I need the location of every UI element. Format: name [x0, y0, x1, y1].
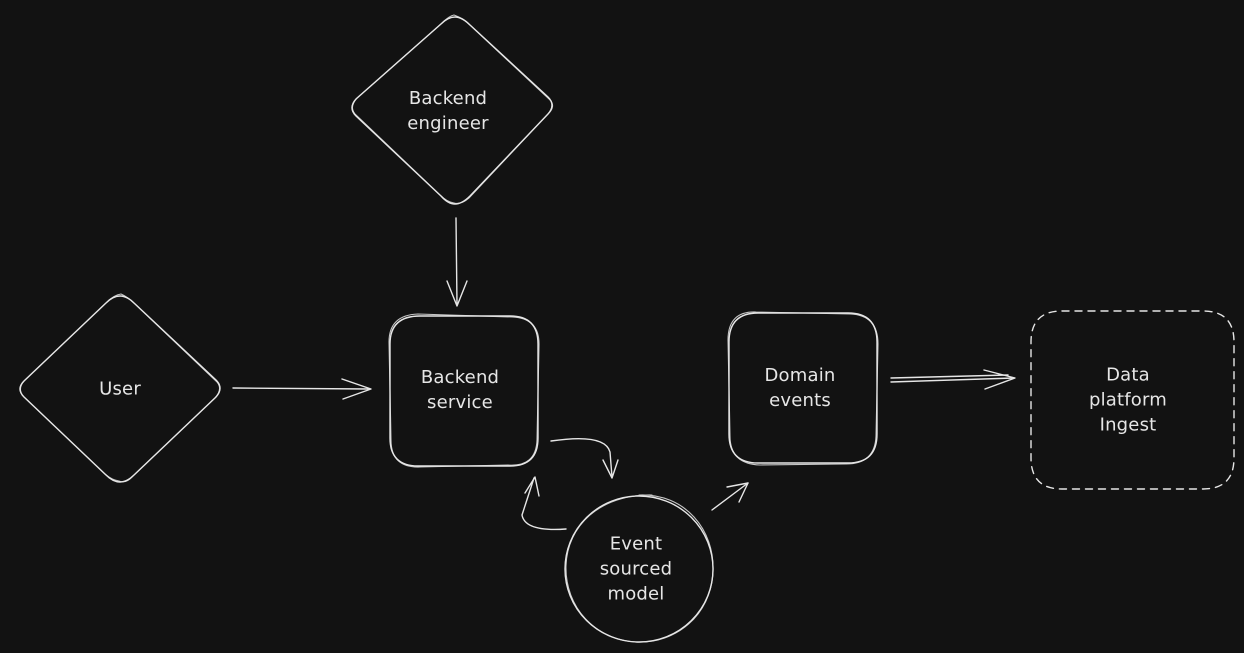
- event-model-node[interactable]: [564, 494, 714, 643]
- backend-service-label: Backend service: [420, 367, 500, 413]
- backend-service-node[interactable]: [388, 313, 540, 468]
- backend-engineer-label: Backend engineer: [407, 88, 489, 134]
- backend-engineer-node[interactable]: [351, 14, 554, 205]
- arrow-user-to-service: [232, 378, 372, 400]
- event-model-label: Event sourced model: [599, 533, 673, 605]
- arrow-events-to-platform: [890, 369, 1016, 390]
- domain-events-node[interactable]: [727, 311, 879, 466]
- data-platform-label: Data platform Ingest: [1088, 364, 1168, 436]
- data-platform-node[interactable]: [1030, 310, 1235, 490]
- user-label: User: [99, 378, 141, 400]
- arrow-service-to-model: [550, 437, 619, 479]
- arrow-model-to-service: [521, 476, 567, 531]
- domain-events-label: Domain events: [764, 365, 836, 411]
- arrow-model-to-events: [711, 482, 749, 511]
- user-node[interactable]: [19, 293, 221, 483]
- arrow-engineer-to-service: [446, 217, 468, 307]
